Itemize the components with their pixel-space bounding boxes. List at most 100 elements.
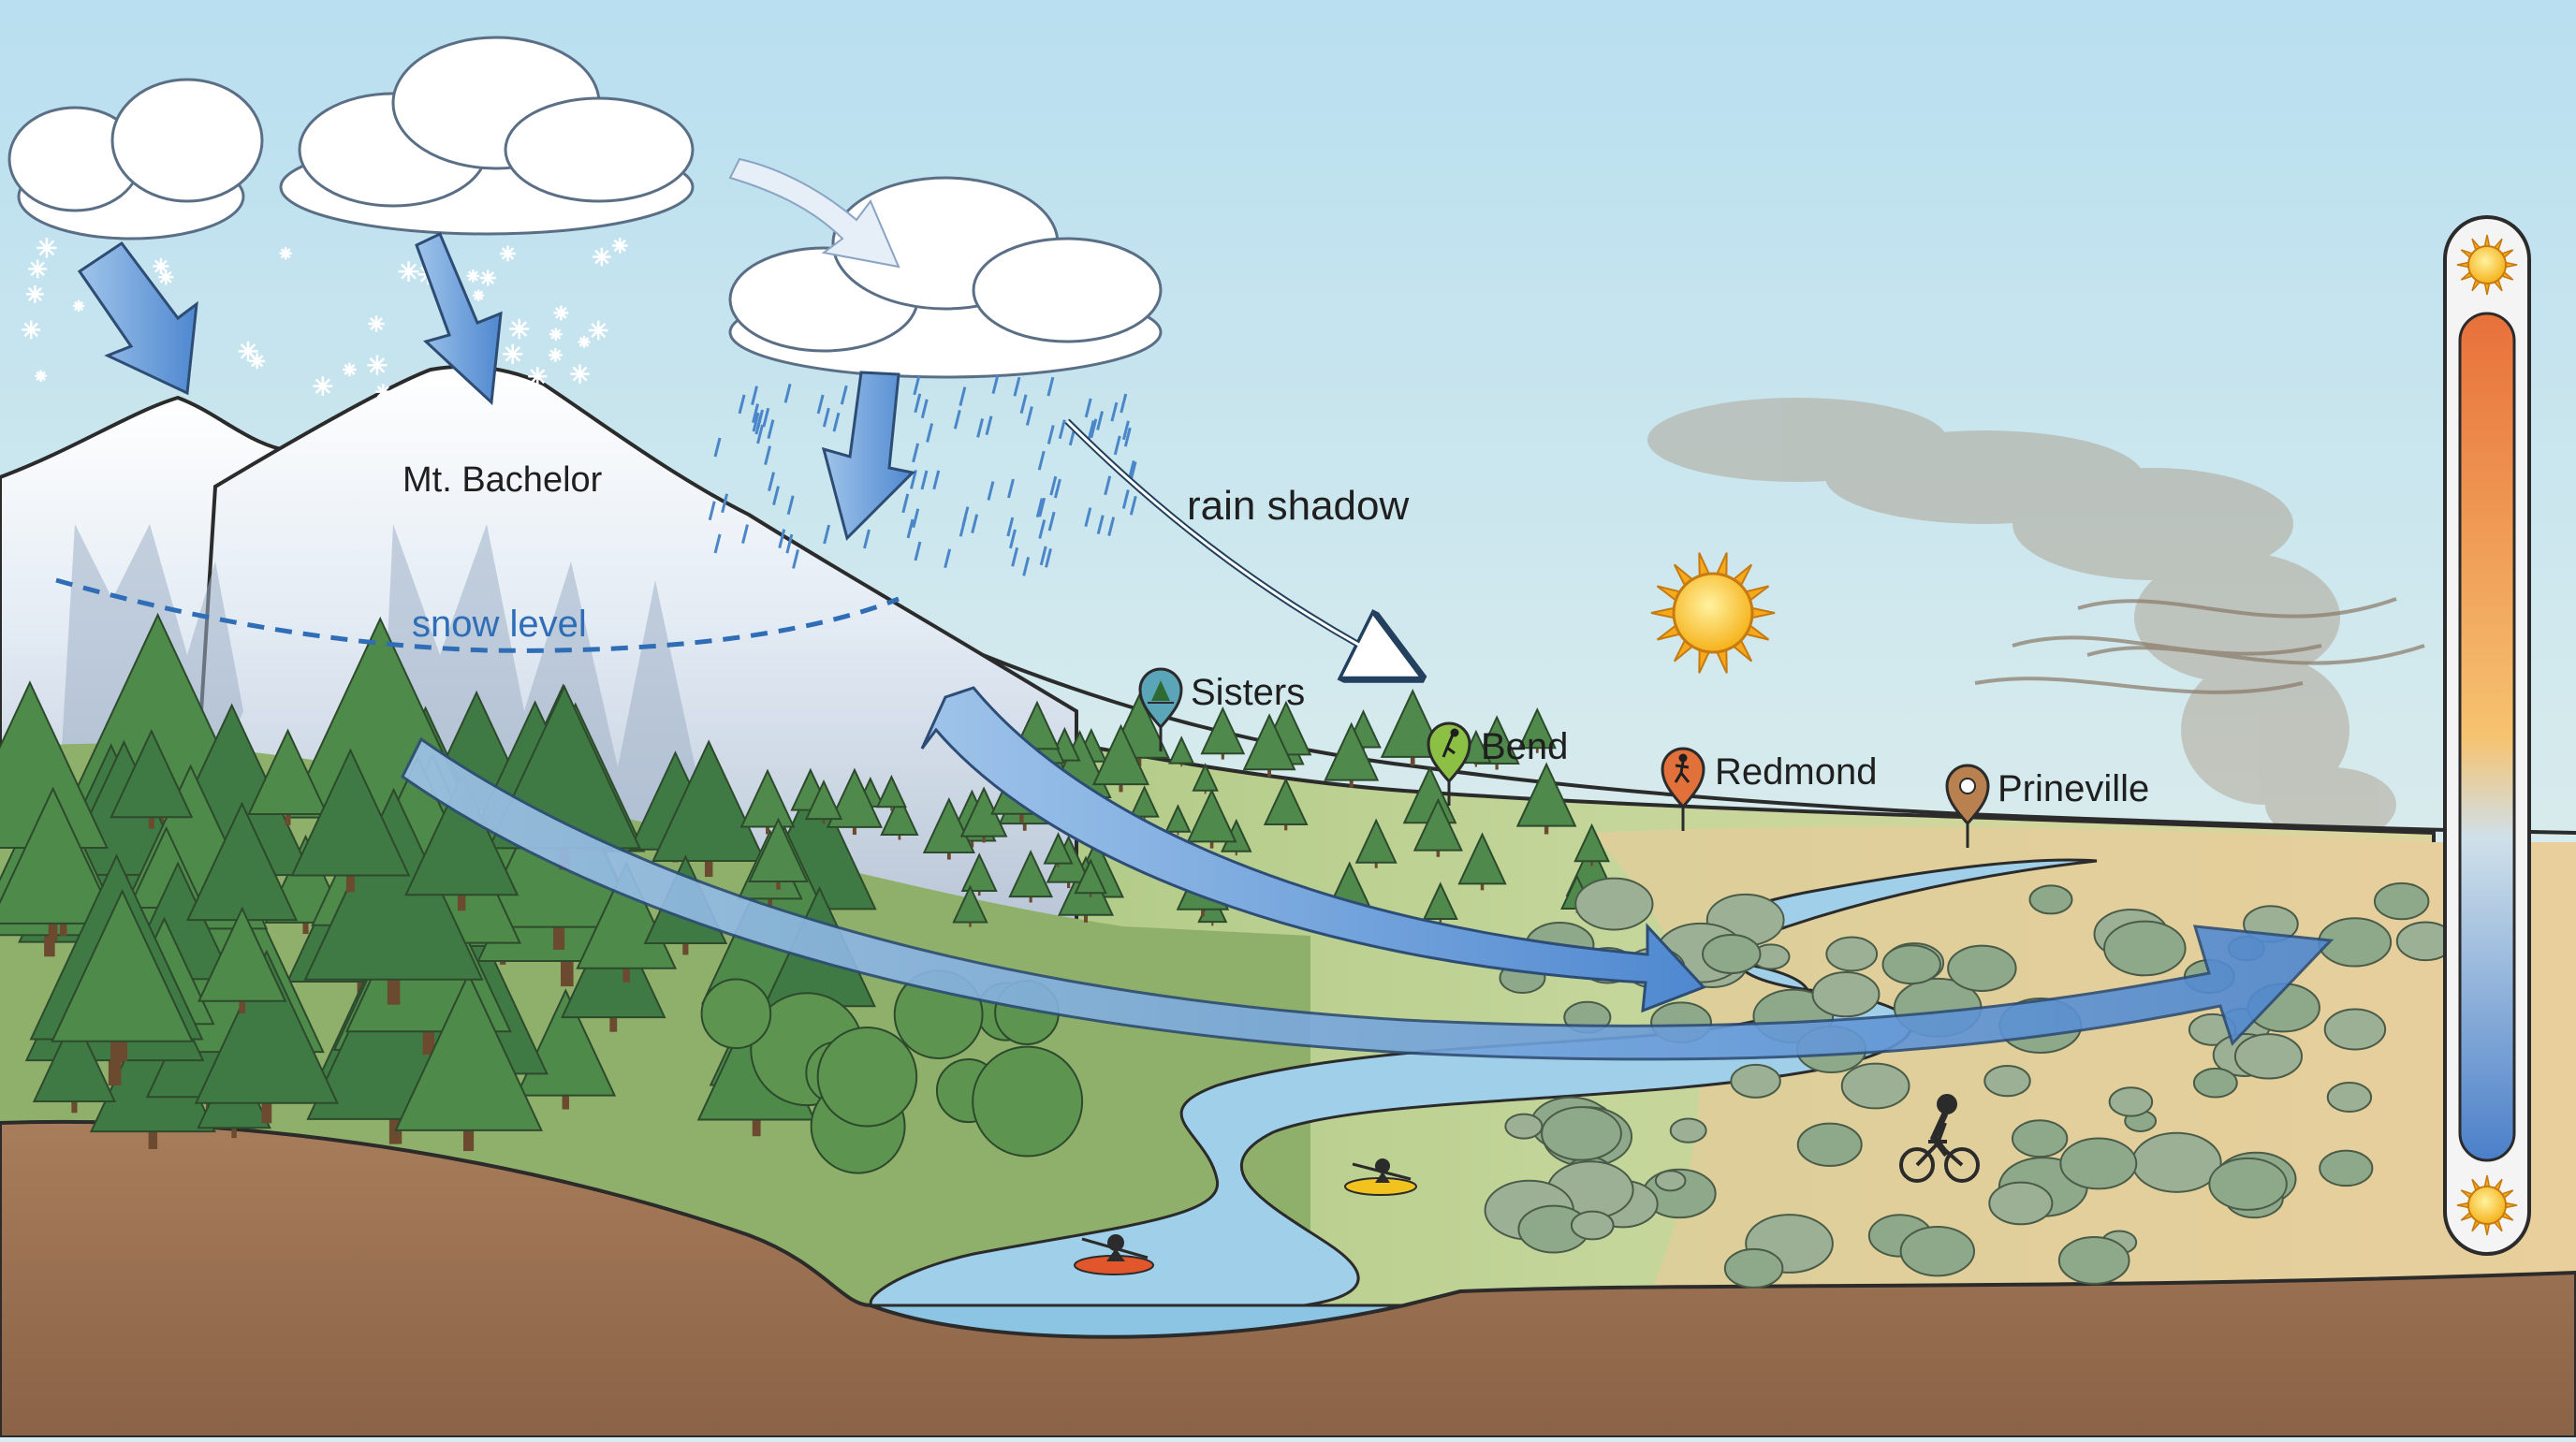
raindrop (912, 508, 920, 529)
tree (1422, 881, 1458, 920)
horizon-line (982, 653, 2576, 835)
wind-lines (1974, 597, 2425, 694)
raindrop (1049, 475, 1058, 496)
tree-trunk (752, 1116, 761, 1137)
raindrop (785, 533, 794, 554)
tree-trunk (1022, 822, 1027, 831)
raindrop (920, 470, 929, 490)
tree-trunk (1089, 892, 1092, 897)
tree-trunk (387, 975, 401, 1005)
tree-trunk (117, 1038, 127, 1062)
tree (1354, 818, 1398, 864)
raindrop (991, 374, 1000, 394)
shrub (2059, 1137, 2138, 1190)
tree (1043, 832, 1074, 865)
snowflake (593, 247, 611, 267)
tree (1242, 713, 1296, 771)
snowflake (313, 376, 333, 397)
raindrop (1090, 418, 1098, 439)
shrub (1988, 1181, 2054, 1226)
tree (651, 739, 767, 863)
snowflake (238, 341, 258, 361)
raindrop (1019, 394, 1028, 415)
tree-trunk (562, 1093, 570, 1110)
tree-trunk (148, 1129, 158, 1149)
snowflake (589, 320, 608, 341)
raindrop (764, 445, 772, 466)
shrub (2208, 1157, 2288, 1211)
kayak-icon (1344, 1158, 1417, 1196)
tree (1263, 777, 1309, 825)
hiker-pin-icon (1674, 753, 1690, 783)
tree (51, 889, 195, 1042)
tree-trunk (776, 880, 781, 890)
raindrop (1096, 411, 1105, 430)
kayak-icon (1074, 1234, 1154, 1275)
shrub (1723, 1247, 1784, 1289)
snowflake (570, 364, 590, 384)
shrub (2057, 1236, 2130, 1285)
tree-trunk (1439, 918, 1442, 924)
shrub (1840, 1062, 1910, 1110)
tree (110, 728, 194, 819)
raindrop (786, 495, 795, 516)
sagebrush-shrubs (1484, 877, 2455, 1289)
tree-trunk (1083, 913, 1089, 923)
raindrop (768, 472, 775, 491)
tree-trunk (1119, 782, 1123, 793)
shrub (2319, 1149, 2374, 1187)
tree-trunk (48, 920, 58, 942)
raindrop (901, 493, 910, 514)
tree-trunk (1495, 762, 1499, 770)
town-marker-prineville: Prineville (1945, 764, 2149, 848)
shrub (2108, 1086, 2154, 1117)
raindrop (1047, 511, 1056, 532)
sun-icon (2456, 234, 2518, 296)
tree (32, 1012, 117, 1102)
raindrop (1123, 427, 1132, 447)
tree (1412, 797, 1463, 852)
snowflake (473, 289, 485, 301)
tree (922, 796, 975, 853)
tree-pin-icon (1148, 680, 1174, 704)
raindrop (792, 549, 799, 569)
tree (826, 767, 883, 828)
climber-pin-icon (1442, 728, 1459, 758)
shrub (1702, 934, 1762, 975)
snowflake (158, 269, 174, 285)
cloud-middle (279, 36, 695, 236)
town-marker-redmond: Redmond (1661, 747, 1877, 831)
thermometer (2443, 215, 2531, 1256)
tree-trunk (1177, 831, 1179, 836)
tree-trunk (422, 1027, 435, 1056)
tree-trunk (1284, 823, 1288, 831)
snowflake (578, 336, 591, 348)
raindrop (926, 423, 934, 443)
raindrop (713, 533, 722, 554)
raindrop (752, 412, 760, 432)
raindrop (754, 415, 763, 435)
tree-trunk (261, 1100, 272, 1124)
tree-trunk (1267, 767, 1271, 777)
shrub (1899, 1226, 1976, 1277)
tree (804, 779, 843, 821)
tree-trunk (898, 834, 901, 840)
shrub (2373, 881, 2430, 921)
snowflake (279, 247, 292, 260)
raindrop (914, 393, 922, 414)
raindrop (932, 470, 941, 490)
snowflake (37, 238, 57, 258)
snowflake (25, 284, 44, 303)
tree-trunk (44, 931, 55, 957)
raindrop (1025, 406, 1033, 426)
cloud-left (7, 78, 264, 240)
shrub (1574, 877, 1654, 931)
raindrop (756, 424, 765, 444)
tree (290, 748, 411, 877)
shrub (1541, 1106, 1622, 1161)
tree-trunk (822, 818, 826, 824)
water-flow-arrow-lower (401, 736, 2334, 1061)
tree (1457, 832, 1507, 885)
tree (875, 774, 907, 808)
